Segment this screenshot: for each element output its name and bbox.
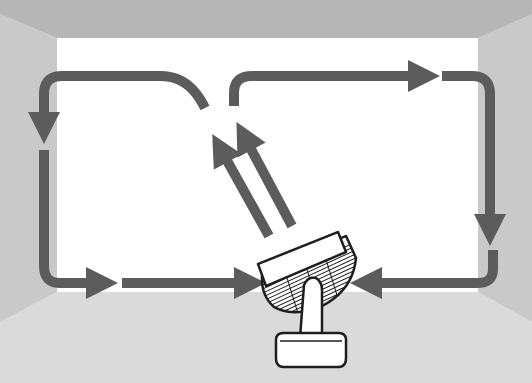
fan-stand-neck <box>298 276 324 340</box>
airflow-arrow-icon <box>442 71 507 247</box>
airflow-arrow-icon <box>39 150 119 300</box>
airflow <box>27 59 507 300</box>
fan-housing <box>256 230 348 288</box>
airflow-arrow-icon <box>236 121 297 229</box>
fan-base <box>274 331 348 369</box>
airflow-arrow-icon <box>229 59 441 106</box>
airflow-arrow-icon <box>349 250 498 300</box>
airflow-arrow-icon <box>212 134 274 239</box>
airflow-arrow-icon <box>27 71 210 145</box>
floor <box>0 292 532 383</box>
ceiling <box>0 0 532 38</box>
